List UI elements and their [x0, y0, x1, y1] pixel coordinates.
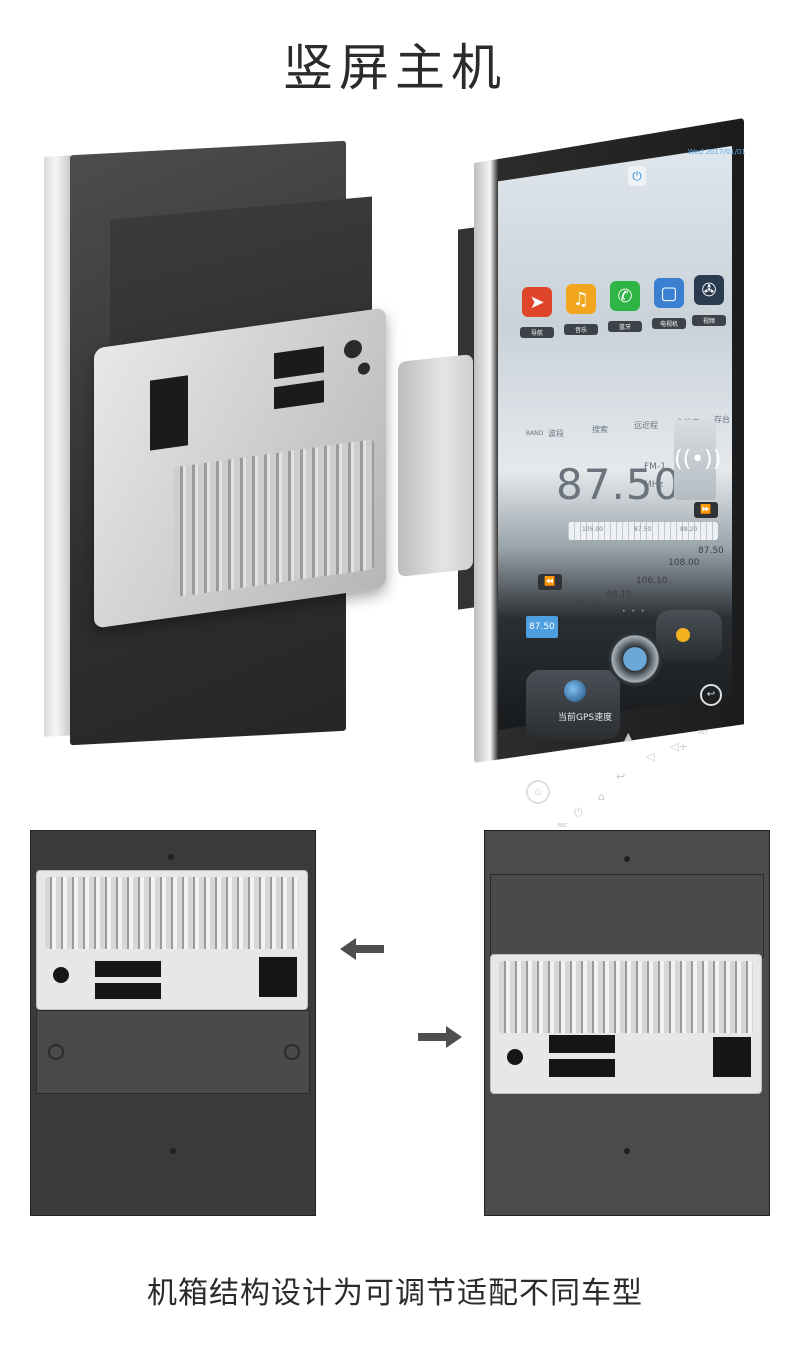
page-title: 竖屏主机	[283, 39, 507, 97]
chassis-high	[36, 870, 308, 1010]
screw-dot	[168, 854, 174, 860]
caption: 机箱结构设计为可调节适配不同车型	[147, 1276, 643, 1311]
rear-panel-low-plate	[490, 874, 764, 958]
side-chassis-box	[398, 354, 473, 577]
app-music[interactable]: ♫ 音乐	[564, 284, 598, 335]
mic-label: MIC	[558, 823, 568, 829]
rear-port-upper	[274, 346, 324, 380]
heatsink-grille	[499, 961, 753, 1033]
band-tag: BAND	[526, 430, 544, 437]
port-slot	[95, 961, 161, 977]
power-icon[interactable]: ⏻	[628, 166, 646, 186]
rear-panel-high-plate	[36, 1010, 310, 1094]
phone-icon: ✆	[610, 281, 640, 311]
rear-chassis-box	[94, 307, 386, 629]
search-button[interactable]: 搜索	[592, 425, 608, 434]
app-tv-label: 电视机	[652, 318, 686, 329]
navigation-arrow-icon: ➤	[522, 287, 552, 317]
antenna-hole	[507, 1049, 523, 1065]
rear-port-lower	[274, 380, 324, 410]
rear-socket-small	[358, 361, 370, 376]
page-indicator: • • •	[622, 608, 647, 615]
rear-view-unit	[44, 138, 394, 748]
app-navigation-label: 导航	[520, 327, 554, 338]
tuning-dial[interactable]: 105.00 87.50 88.20	[568, 522, 718, 540]
band-name: FM-1	[644, 462, 666, 472]
volume-down-icon[interactable]: ◁	[646, 750, 655, 763]
mount-ring	[48, 1044, 64, 1060]
front-view-unit: Wed 2017/01/01 ⏻ ➤ 导航 ♫ 音乐 ✆ 蓝牙 ▢ 电视机 ✇ …	[398, 118, 748, 829]
chassis-low	[490, 954, 762, 1094]
port-slot	[549, 1059, 615, 1077]
preset-item[interactable]: 106.10	[636, 576, 668, 586]
rear-heatsink-fins	[174, 439, 374, 598]
preset-item[interactable]: 87.50	[526, 616, 558, 638]
film-reel-icon: ✇	[694, 275, 724, 305]
radio-tower-icon: ((•))	[674, 420, 721, 500]
port-square	[713, 1037, 751, 1077]
app-tv[interactable]: ▢ 电视机	[652, 278, 686, 329]
port-slot	[549, 1035, 615, 1053]
app-bluetooth-label: 蓝牙	[608, 321, 642, 332]
antenna-hole	[53, 967, 69, 983]
triangle-up-icon[interactable]: ▲	[624, 730, 633, 743]
current-frequency: 87.50	[556, 460, 682, 509]
app-music-label: 音乐	[564, 324, 598, 335]
screw-dot	[170, 1148, 176, 1154]
store-button[interactable]: 存台	[714, 415, 730, 424]
app-row: ➤ 导航 ♫ 音乐 ✆ 蓝牙 ▢ 电视机 ✇ 视频	[520, 275, 730, 378]
preset-item[interactable]: 87.50	[698, 546, 724, 556]
rear-port-large	[150, 375, 188, 451]
rear-antenna-socket	[344, 338, 362, 360]
frequency-unit: MHz	[644, 480, 664, 490]
remote-button[interactable]: 远近程	[634, 421, 658, 430]
heatsink-grille	[45, 877, 299, 949]
dial-mark: 105.00	[582, 526, 603, 533]
compass-icon	[608, 632, 662, 686]
volume-up-icon[interactable]: ◁+	[670, 740, 688, 753]
return-icon[interactable]: ↩	[616, 770, 626, 783]
globe-icon	[564, 680, 586, 702]
band-button[interactable]: 波段	[548, 429, 564, 438]
reset-label: RST	[698, 730, 708, 736]
port-square	[259, 957, 297, 997]
gps-speed-label: 当前GPS速度	[558, 713, 613, 723]
home-key-icon[interactable]: ⌂	[598, 790, 605, 803]
tv-icon: ▢	[654, 278, 684, 308]
seek-forward-icon[interactable]: ⏩	[694, 502, 718, 518]
arrow-right-icon	[418, 1026, 462, 1048]
music-note-icon: ♫	[566, 284, 596, 314]
seek-back-icon[interactable]: ⏪	[538, 574, 562, 590]
preset-item[interactable]: 108.00	[668, 558, 700, 568]
power-button-icon[interactable]: ⏻	[574, 806, 583, 819]
sun-icon	[676, 628, 690, 642]
arrow-left-icon	[340, 938, 384, 960]
screw-dot	[624, 856, 630, 862]
preset-item[interactable]: 98.10	[606, 590, 632, 600]
back-icon[interactable]: ↩	[700, 684, 722, 706]
dial-mark: 87.50	[634, 526, 652, 533]
app-bluetooth[interactable]: ✆ 蓝牙	[608, 281, 642, 332]
preset-item[interactable]: 90.10	[576, 600, 602, 610]
home-icon[interactable]: ⌂	[526, 780, 550, 804]
port-slot	[95, 983, 161, 999]
screw-dot	[624, 1148, 630, 1154]
dial-mark: 88.20	[680, 526, 698, 533]
status-datetime: Wed 2017/01/01	[688, 148, 746, 156]
app-navigation[interactable]: ➤ 导航	[520, 287, 554, 338]
preset-list: 87.50 90.10 98.10 106.10 108.00 87.50	[526, 546, 726, 638]
mount-ring	[284, 1044, 300, 1060]
app-video-label: 视频	[692, 315, 726, 326]
app-video[interactable]: ✇ 视频	[692, 275, 726, 326]
